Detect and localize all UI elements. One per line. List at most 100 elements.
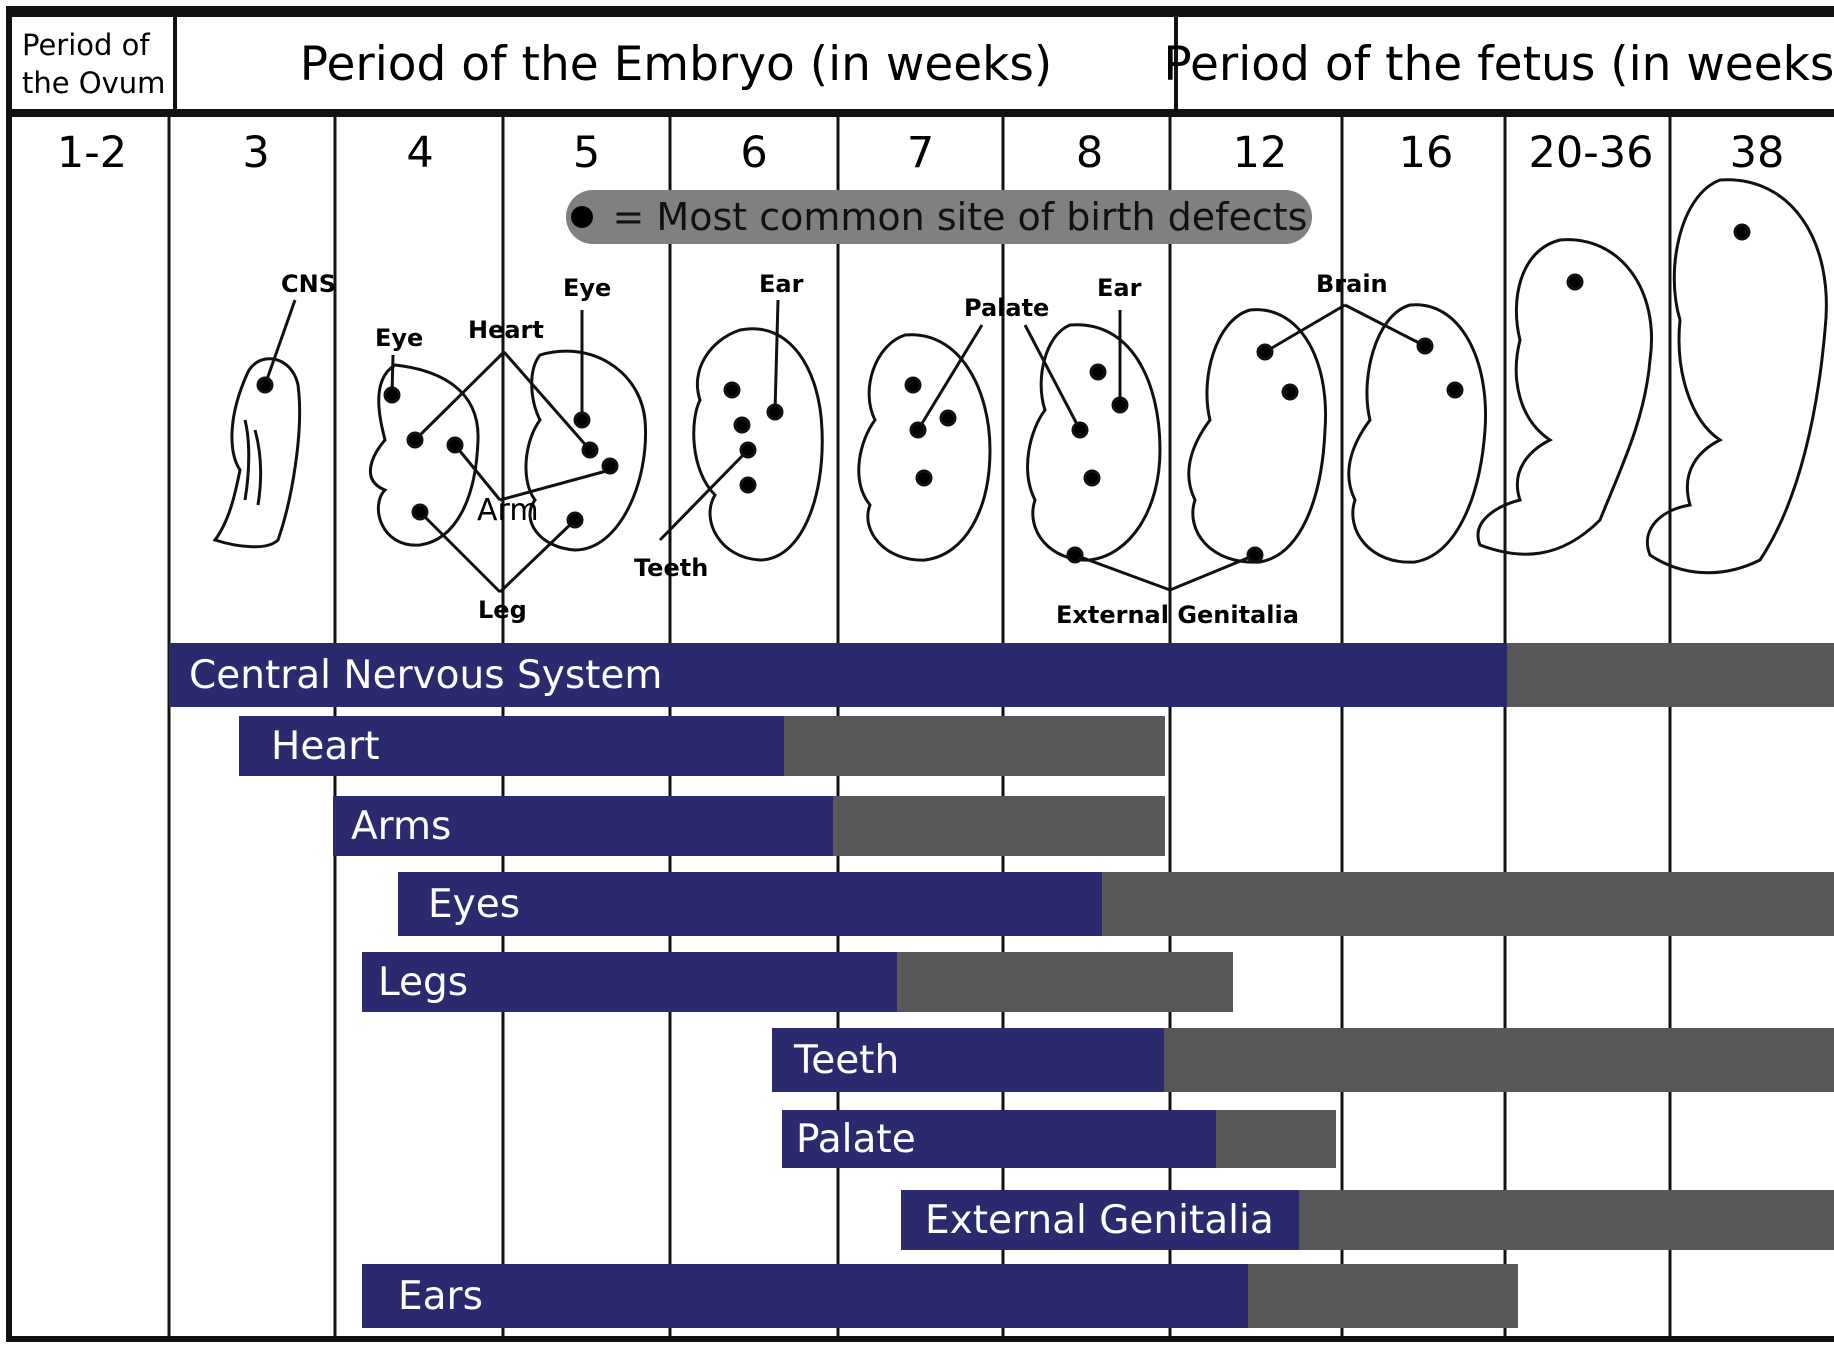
site-label-leg: Leg (478, 596, 527, 624)
site-label-palate: Palate (964, 294, 1049, 322)
site-dot-w12-ear (1283, 385, 1297, 399)
bar-less-sensitive-period-heart (784, 716, 1165, 776)
bar-label-eyes: Eyes (428, 882, 520, 927)
week-label-7: 7 (838, 120, 1003, 186)
week-label-1-2: 1-2 (9, 120, 175, 186)
site-dot-brain-w38 (1735, 225, 1749, 239)
site-label-eye-w4: Eye (375, 324, 423, 352)
week-label-8: 8 (1003, 120, 1176, 186)
site-dot-cns (258, 378, 272, 392)
week-label-12: 12 (1176, 120, 1344, 186)
week-label-5: 5 (503, 120, 670, 186)
week-label-6: 6 (670, 120, 838, 186)
legend-text: = Most common site of birth defects (613, 195, 1308, 239)
bar-external-genitalia: External Genitalia (901, 1190, 1834, 1250)
bar-teeth: Teeth (772, 1028, 1834, 1092)
site-dot-arm-w5 (603, 459, 617, 473)
ovum-header-line2: the Ovum (22, 64, 165, 102)
week-label-3: 3 (175, 120, 337, 186)
site-label-ear-w6: Ear (759, 270, 804, 298)
period-of-fetus-header: Period of the fetus (in weeks) (1178, 18, 1834, 110)
site-label-teeth: Teeth (634, 554, 708, 582)
bar-less-sensitive-period-eyes (1102, 872, 1834, 936)
period-of-embryo-header: Period of the Embryo (in weeks) (178, 18, 1174, 110)
site-dot-palate-w8 (1073, 423, 1087, 437)
embryo-week8-drawing (1028, 325, 1160, 560)
period-of-ovum-header: Period of the Ovum (16, 18, 174, 110)
fetus-week12-drawing (1189, 310, 1326, 562)
site-dot-arm-w4 (448, 438, 462, 452)
bar-critical-period-external-genitalia: External Genitalia (901, 1190, 1299, 1250)
bar-critical-period-heart: Heart (239, 716, 784, 776)
week-label-16: 16 (1344, 120, 1508, 186)
bar-label-ears: Ears (398, 1274, 483, 1319)
defect-site-labels: CNS Eye Heart Eye Arm Leg Ear Teeth Pala… (281, 270, 1388, 629)
site-label-cns: CNS (281, 270, 336, 298)
embryo-week7-drawing (859, 335, 990, 560)
site-dot-genitalia-w12 (1248, 548, 1262, 562)
bar-label-palate: Palate (796, 1117, 916, 1162)
bar-legs: Legs (362, 952, 1233, 1012)
site-dot-heart-w5 (583, 443, 597, 457)
site-dot-w7-c (917, 471, 931, 485)
site-dot-w7-a (906, 378, 920, 392)
site-dot-eye-w4 (385, 388, 399, 402)
site-dot-teeth-w6 (741, 443, 755, 457)
bar-critical-period-arms: Arms (333, 796, 833, 856)
site-label-heart: Heart (468, 316, 544, 344)
site-dot-brain-w20 (1568, 275, 1582, 289)
embryo-week3-detail (245, 420, 261, 505)
site-dot-brain-w12 (1258, 345, 1272, 359)
bar-label-teeth: Teeth (794, 1038, 899, 1083)
week-label-4: 4 (337, 120, 503, 186)
site-dot-brain-w16 (1418, 339, 1432, 353)
bar-ears: Ears (362, 1264, 1518, 1328)
bar-critical-period-central-nervous-system: Central Nervous System (169, 643, 1507, 707)
site-dot-w8-b (1085, 471, 1099, 485)
bar-heart: Heart (239, 716, 1165, 776)
site-dot-eye-w5 (575, 413, 589, 427)
bar-less-sensitive-period-arms (833, 796, 1165, 856)
bar-central-nervous-system: Central Nervous System (169, 643, 1834, 707)
bar-less-sensitive-period-palate (1216, 1110, 1336, 1168)
bar-eyes: Eyes (398, 872, 1834, 936)
site-dot-w6-b (735, 418, 749, 432)
bar-label-central-nervous-system: Central Nervous System (189, 653, 662, 698)
site-dot-leg-w5 (568, 513, 582, 527)
bar-less-sensitive-period-teeth (1164, 1028, 1834, 1092)
bar-label-heart: Heart (271, 724, 380, 769)
bar-critical-period-legs: Legs (362, 952, 897, 1012)
site-label-arm: Arm (477, 493, 539, 528)
site-dot-w6-a (725, 383, 739, 397)
bar-arms: Arms (333, 796, 1165, 856)
bar-critical-period-palate: Palate (782, 1110, 1216, 1168)
site-dot-ear-w6 (768, 405, 782, 419)
site-label-eye-w5: Eye (563, 274, 611, 302)
site-dot-w16-ear (1448, 383, 1462, 397)
bar-less-sensitive-period-ears (1248, 1264, 1518, 1328)
bar-less-sensitive-period-legs (897, 952, 1233, 1012)
bar-less-sensitive-period-external-genitalia (1299, 1190, 1834, 1250)
site-dot-heart-w4 (408, 433, 422, 447)
legend-dot-icon (571, 206, 593, 228)
site-dot-ear-w8 (1113, 398, 1127, 412)
bar-label-legs: Legs (378, 960, 468, 1005)
bar-critical-period-ears: Ears (362, 1264, 1248, 1328)
bar-less-sensitive-period-central-nervous-system (1507, 643, 1834, 707)
site-dot-palate-w7 (911, 423, 925, 437)
legend-pill: = Most common site of birth defects (566, 190, 1312, 244)
week-label-20-36: 20-36 (1508, 120, 1674, 186)
site-label-external-genitalia: External Genitalia (1056, 601, 1299, 629)
bar-critical-period-teeth: Teeth (772, 1028, 1164, 1092)
site-dot-w6-c (741, 478, 755, 492)
bar-palate: Palate (782, 1110, 1336, 1168)
week-label-38: 38 (1674, 120, 1834, 186)
bar-label-external-genitalia: External Genitalia (925, 1198, 1274, 1243)
site-dot-w7-b (941, 411, 955, 425)
site-dot-leg-w4 (413, 505, 427, 519)
bar-label-arms: Arms (351, 804, 451, 849)
site-label-ear-w8: Ear (1097, 274, 1142, 302)
site-dot-genitalia-w8 (1068, 548, 1082, 562)
embryo-week6-drawing (694, 329, 822, 560)
